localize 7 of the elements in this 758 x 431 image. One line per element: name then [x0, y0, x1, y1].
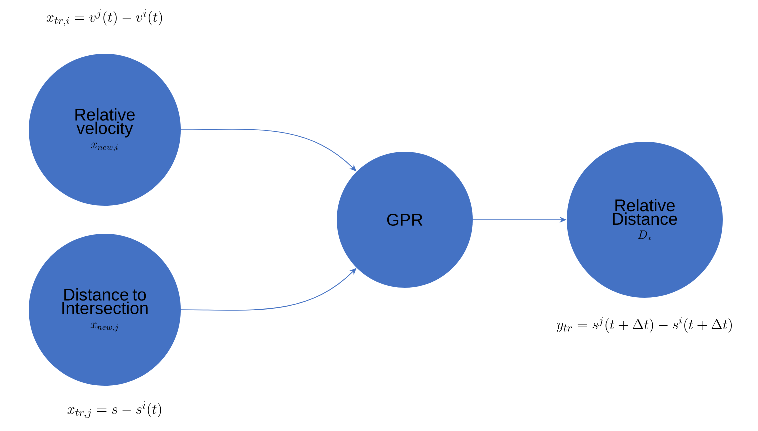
circle-node: Relative Distance $D_{*}$	[567, 142, 723, 298]
circle-node: Distance to Intersection $x_{new,j}$	[29, 234, 181, 386]
circle-node: GPR	[337, 152, 473, 288]
formula-label: $x_{tr,i}=v^{j}(t)-v^{i}(t)$	[46, 10, 162, 26]
circle-node: Relative velocity $x_{new,i}$	[29, 54, 181, 206]
formula-label: $x_{tr,j}=s-s^{i}(t)$	[68, 402, 162, 419]
formula-label: $y_{tr}=s^{j}(t+\Delta t)-s^{i}(t+\Delta t)$	[556, 316, 732, 334]
